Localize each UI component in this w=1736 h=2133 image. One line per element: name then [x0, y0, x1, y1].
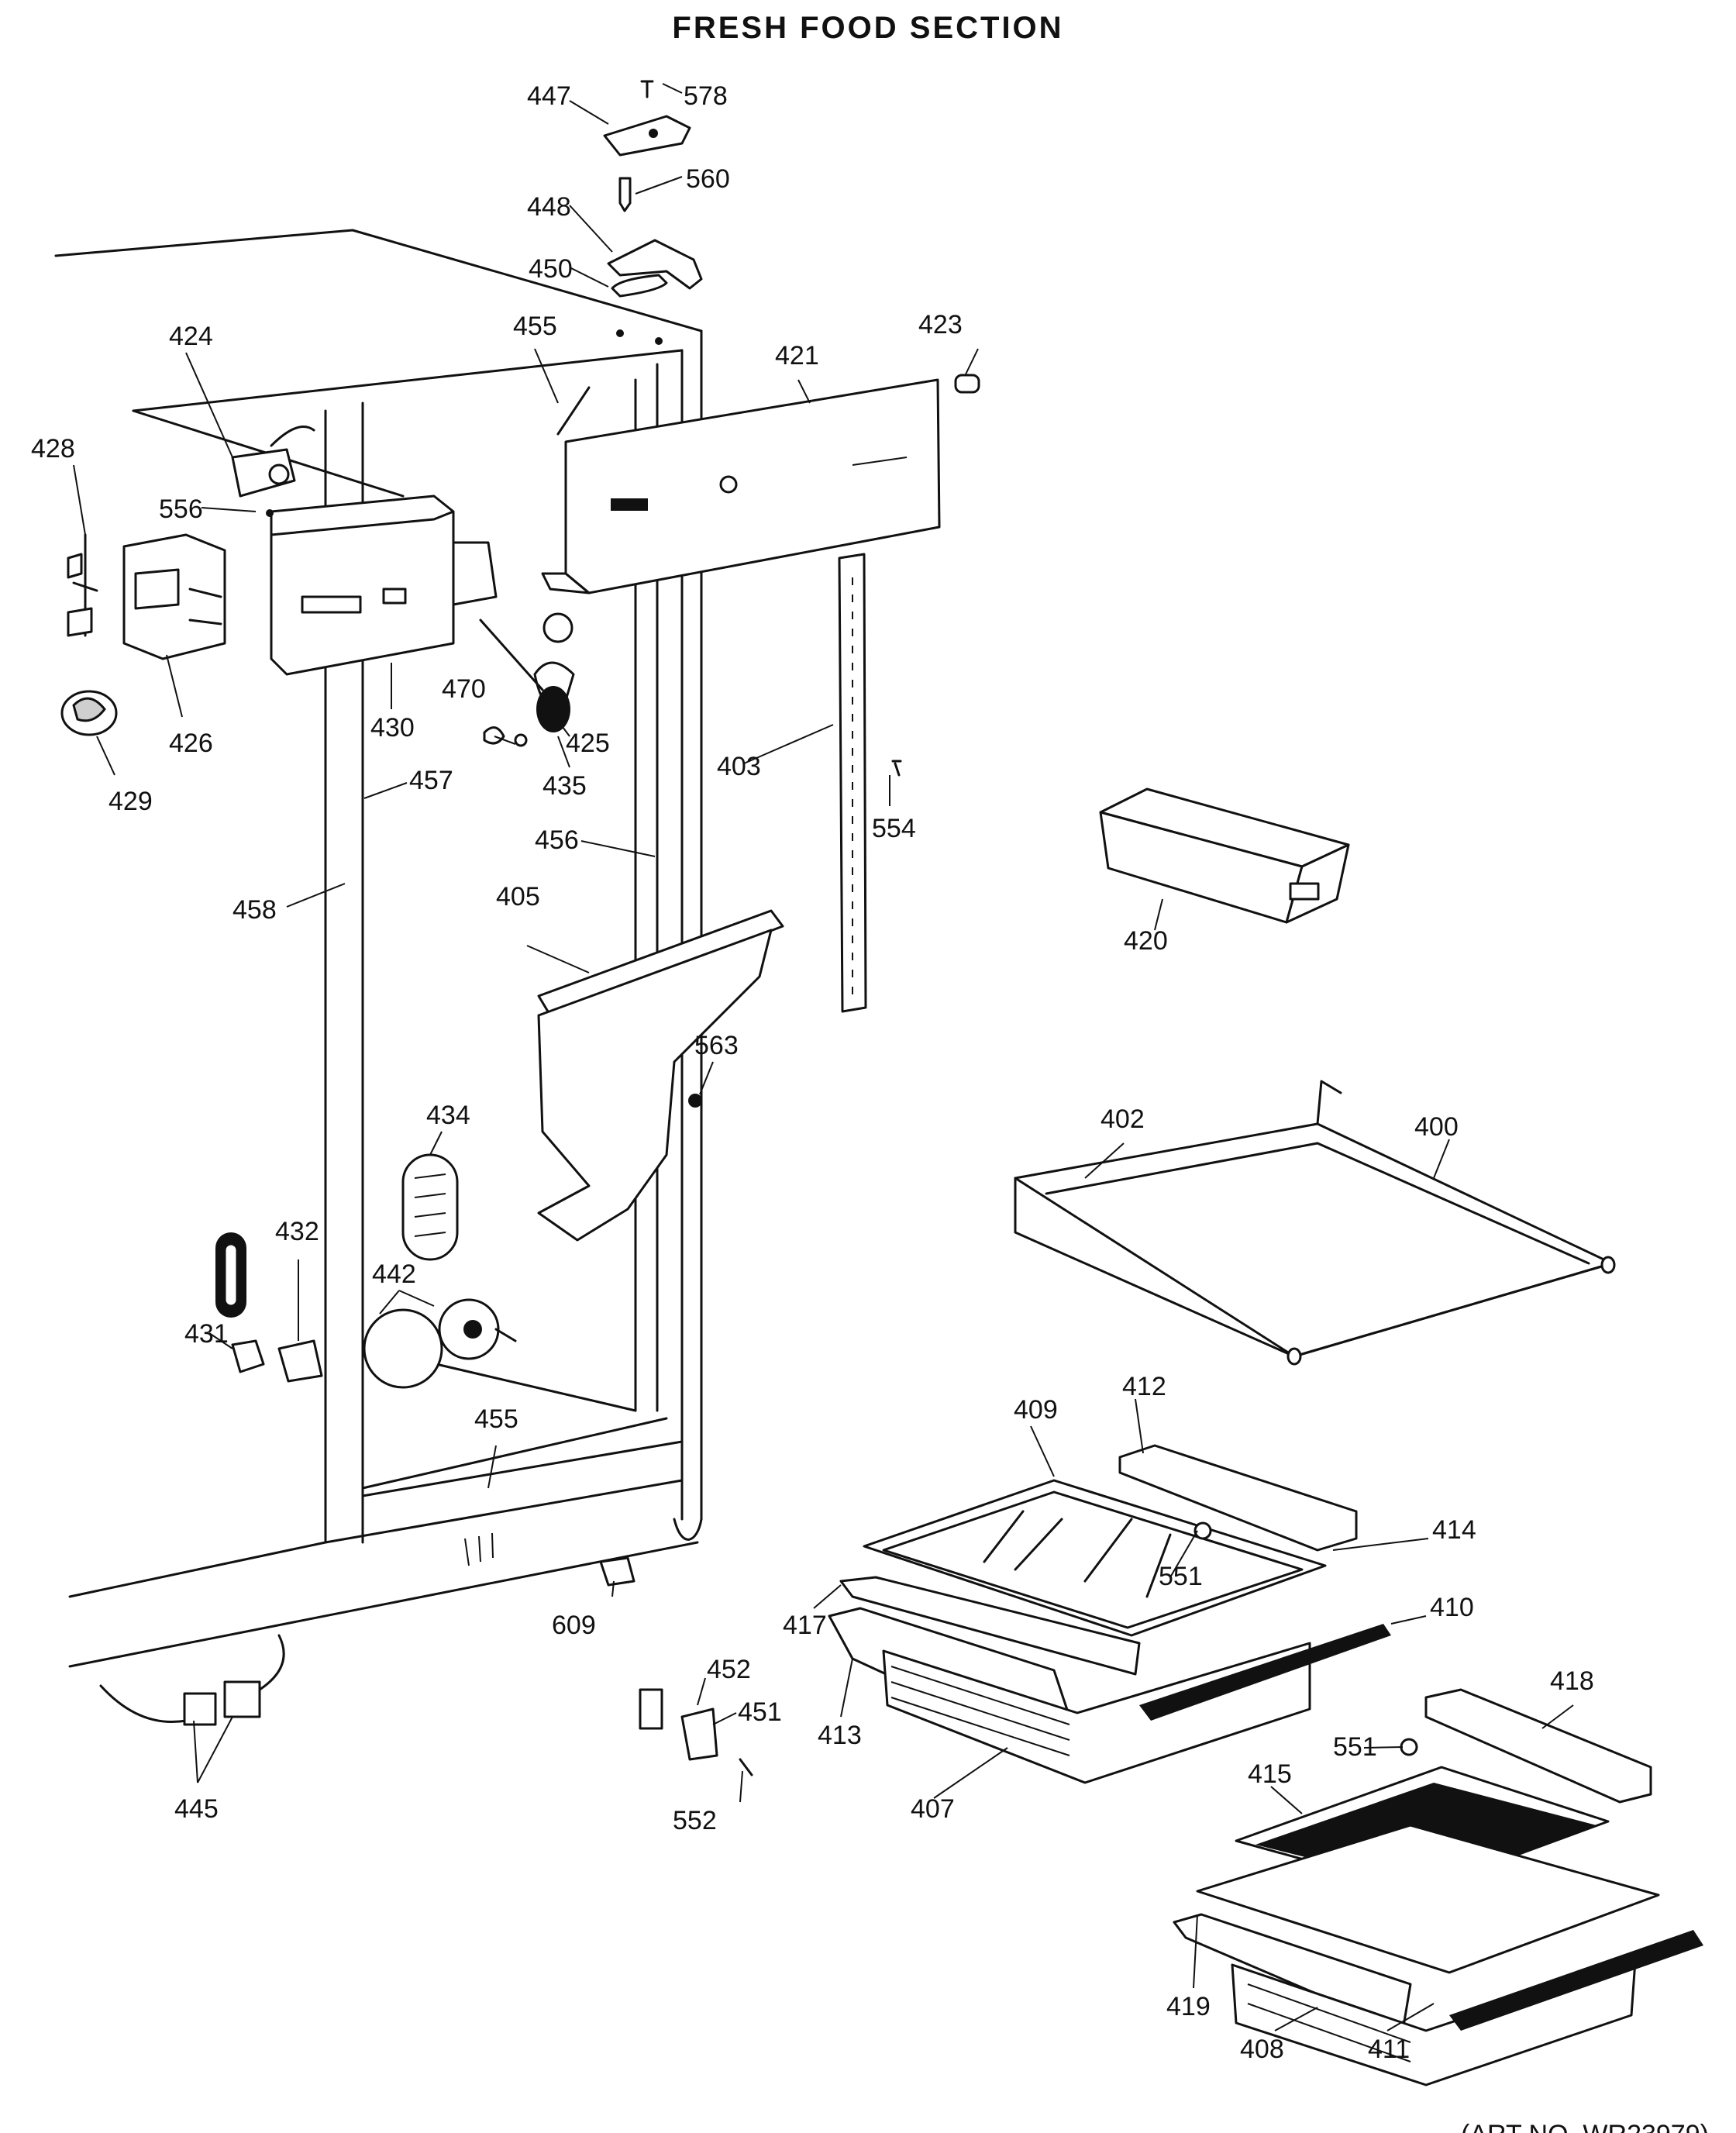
part-label-452: 452 — [707, 1655, 751, 1684]
diagram-title: FRESH FOOD SECTION — [672, 11, 1064, 45]
part-label-428: 428 — [31, 434, 75, 463]
part-label-563: 563 — [694, 1031, 739, 1060]
part-label-450: 450 — [529, 254, 573, 284]
part-label-412: 412 — [1122, 1372, 1166, 1401]
part-label-551-upper: 551 — [1159, 1562, 1203, 1591]
part-label-414: 414 — [1432, 1515, 1476, 1545]
part-label-403: 403 — [717, 752, 761, 781]
part-label-425: 425 — [566, 729, 610, 758]
light-socket-parts — [60, 533, 118, 736]
part-label-432: 432 — [275, 1217, 319, 1246]
part-label-417: 417 — [783, 1611, 827, 1640]
part-label-415: 415 — [1248, 1759, 1292, 1789]
part-label-435: 435 — [542, 771, 587, 801]
control-knob — [479, 612, 575, 747]
part-label-551-lower: 551 — [1333, 1732, 1377, 1762]
light-shield — [401, 1153, 459, 1261]
part-label-410: 410 — [1430, 1593, 1474, 1622]
part-label-458: 458 — [232, 895, 277, 925]
part-label-609: 609 — [552, 1611, 596, 1640]
dairy-compartment — [1099, 787, 1350, 924]
part-label-409: 409 — [1014, 1395, 1058, 1425]
leader-lines — [73, 83, 1574, 2031]
part-label-456: 456 — [535, 825, 579, 855]
lamp-and-fan-parts — [215, 1232, 517, 1389]
part-label-556: 556 — [159, 494, 203, 524]
part-label-419: 419 — [1166, 1992, 1211, 2021]
part-label-457: 457 — [409, 766, 453, 795]
part-label-447: 447 — [527, 81, 571, 111]
part-label-455-bottom: 455 — [474, 1404, 518, 1434]
part-label-418: 418 — [1550, 1666, 1594, 1696]
part-label-431: 431 — [184, 1319, 229, 1349]
switch-and-wiring — [99, 1556, 753, 1776]
upper-crisper-drawer — [828, 1444, 1391, 1784]
part-label-402: 402 — [1100, 1104, 1145, 1134]
part-label-426: 426 — [169, 729, 213, 758]
part-label-554: 554 — [872, 814, 916, 843]
control-panel — [541, 374, 980, 594]
footer-text: (ART NO. WR23979) — [1461, 2120, 1709, 2133]
part-label-560: 560 — [686, 164, 730, 194]
top-hinge — [603, 80, 703, 298]
part-label-552: 552 — [673, 1806, 717, 1835]
part-label-429: 429 — [108, 787, 153, 816]
glass-shelf — [1014, 1080, 1616, 1366]
shelf-bracket — [537, 909, 784, 1242]
part-label-578: 578 — [684, 81, 728, 111]
part-label-455-top: 455 — [513, 312, 557, 341]
part-label-400: 400 — [1414, 1112, 1459, 1142]
part-label-434: 434 — [426, 1101, 470, 1130]
part-label-407: 407 — [911, 1794, 955, 1824]
part-label-408: 408 — [1240, 2035, 1284, 2064]
part-label-405: 405 — [496, 882, 540, 911]
part-label-451: 451 — [738, 1697, 782, 1727]
shelf-ladder — [838, 553, 902, 1013]
part-label-442: 442 — [372, 1259, 416, 1289]
part-label-445: 445 — [174, 1794, 219, 1824]
part-label-470: 470 — [442, 674, 486, 704]
part-label-424: 424 — [169, 322, 213, 351]
part-label-420: 420 — [1124, 926, 1168, 956]
part-label-448: 448 — [527, 192, 571, 222]
part-label-411: 411 — [1368, 2035, 1410, 2064]
part-label-430: 430 — [370, 713, 415, 743]
part-label-421: 421 — [775, 341, 819, 370]
part-label-423: 423 — [918, 310, 963, 339]
part-labels: 447 578 560 448 450 455 421 423 424 428 … — [31, 81, 1709, 2133]
thermostat-housing — [122, 426, 498, 676]
lower-crisper-drawer — [1173, 1688, 1703, 2086]
part-label-413: 413 — [818, 1721, 862, 1750]
